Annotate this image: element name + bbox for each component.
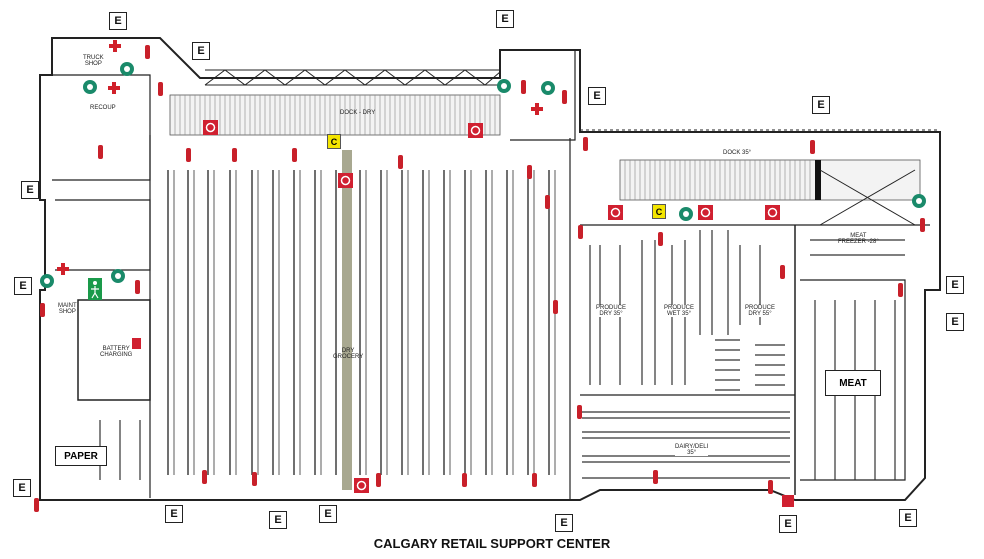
exit-marker: E (899, 509, 917, 527)
hose-cabinet-icon (132, 338, 141, 349)
exit-marker: E (192, 42, 210, 60)
highlighted-aisle (342, 150, 352, 490)
hose-cabinet-icon (608, 205, 623, 220)
first-aid-icon (57, 263, 69, 275)
dry-grocery-label: DRY GROCERY (333, 348, 364, 360)
extinguisher-icon (34, 498, 39, 512)
exit-marker: E (165, 505, 183, 523)
extinguisher-icon (462, 473, 467, 487)
extinguisher-icon (810, 140, 815, 154)
truck-shop-label: TRUCK SHOP (83, 55, 104, 67)
extinguisher-icon (158, 82, 163, 96)
dock-dry-label: DOCK - DRY (340, 110, 376, 116)
exit-marker: E (946, 276, 964, 294)
hose-cabinet-icon (468, 123, 483, 138)
hose-cabinet-icon (698, 205, 713, 220)
exit-marker: E (496, 10, 514, 28)
extinguisher-icon (768, 480, 773, 494)
extinguisher-icon (145, 45, 150, 59)
meat-area-label: MEAT (825, 370, 881, 396)
paper-area-label: PAPER (55, 446, 107, 466)
eyewash-icon (111, 269, 125, 283)
map-title: CALGARY RETAIL SUPPORT CENTER (373, 536, 611, 551)
eyewash-icon (120, 62, 134, 76)
produce-wet-35-label: PRODUCE WET 35° (664, 305, 695, 317)
dry-grocery-racks (167, 170, 556, 475)
eyewash-icon (679, 207, 693, 221)
first-aid-icon (108, 82, 120, 94)
hose-cabinets (132, 120, 794, 507)
marker-c: C (327, 134, 341, 149)
eyewash-icon (83, 80, 97, 94)
exit-marker: E (588, 87, 606, 105)
exit-marker: E (319, 505, 337, 523)
exit-marker: E (21, 181, 39, 199)
eyewash-icon (497, 79, 511, 93)
eyewash-icon (541, 81, 555, 95)
maint-shop-label: MAINT SHOP (58, 303, 77, 315)
hose-cabinet-icon (338, 173, 353, 188)
extinguisher-icon (521, 80, 526, 94)
exit-marker: E (13, 479, 31, 497)
extinguisher-icon (40, 303, 45, 317)
extinguisher-icon (202, 470, 207, 484)
extinguisher-icon (578, 225, 583, 239)
extinguisher-icon (186, 148, 191, 162)
eyewash-icon (40, 274, 54, 288)
eyewash-stations (40, 62, 926, 288)
dairy-deli-label: DAIRY/DELI 35° (675, 444, 709, 456)
extinguisher-icon (292, 148, 297, 162)
hose-cabinet-icon (354, 478, 369, 493)
extinguisher-icon (562, 90, 567, 104)
first-aid-icon (109, 40, 121, 52)
extinguisher-icon (658, 232, 663, 246)
extinguisher-icon (232, 148, 237, 162)
dock-truss (204, 69, 501, 86)
exit-marker: E (109, 12, 127, 30)
extinguisher-icon (653, 470, 658, 484)
extinguisher-icon (577, 405, 582, 419)
first-aid-icon (531, 103, 543, 115)
extinguisher-icon (920, 218, 925, 232)
meat-freezer-label: MEAT FREEZER -28° (838, 233, 879, 245)
first-aid-markers (57, 40, 543, 275)
dairy-racks (582, 411, 790, 479)
extinguisher-icon (780, 265, 785, 279)
produce-dry-35-label: PRODUCE DRY 35° (596, 305, 627, 317)
marker-c: C (652, 204, 666, 219)
extinguisher-icon (545, 195, 550, 209)
extinguisher-icon (527, 165, 532, 179)
extinguisher-icon (532, 473, 537, 487)
hose-cabinet-icon (765, 205, 780, 220)
dock-35-label: DOCK 35° (723, 150, 752, 156)
dock-35-strip (619, 159, 921, 226)
meat-racks (810, 239, 905, 480)
recoup-label: RECOUP (90, 105, 116, 111)
exit-marker: E (812, 96, 830, 114)
exit-marker: E (269, 511, 287, 529)
emergency-exit-sign (88, 278, 102, 300)
produce-dry-55-label: PRODUCE DRY 55° (745, 305, 776, 317)
exit-marker: E (14, 277, 32, 295)
extinguisher-icon (898, 283, 903, 297)
exit-marker: E (779, 515, 797, 533)
battery-charging-label: BATTERY CHARGING (100, 346, 133, 358)
extinguisher-icon (135, 280, 140, 294)
eyewash-icon (912, 194, 926, 208)
extinguisher-icon (98, 145, 103, 159)
fire-extinguishers (34, 45, 925, 512)
extinguisher-icon (553, 300, 558, 314)
extinguisher-icon (583, 137, 588, 151)
extinguisher-icon (252, 472, 257, 486)
dock-dry-strip (169, 94, 501, 136)
exit-marker: E (555, 514, 573, 532)
extinguisher-icon (376, 473, 381, 487)
extinguisher-icon (398, 155, 403, 169)
hose-cabinet-icon (782, 495, 794, 507)
hose-cabinet-icon (203, 120, 218, 135)
exit-marker: E (946, 313, 964, 331)
